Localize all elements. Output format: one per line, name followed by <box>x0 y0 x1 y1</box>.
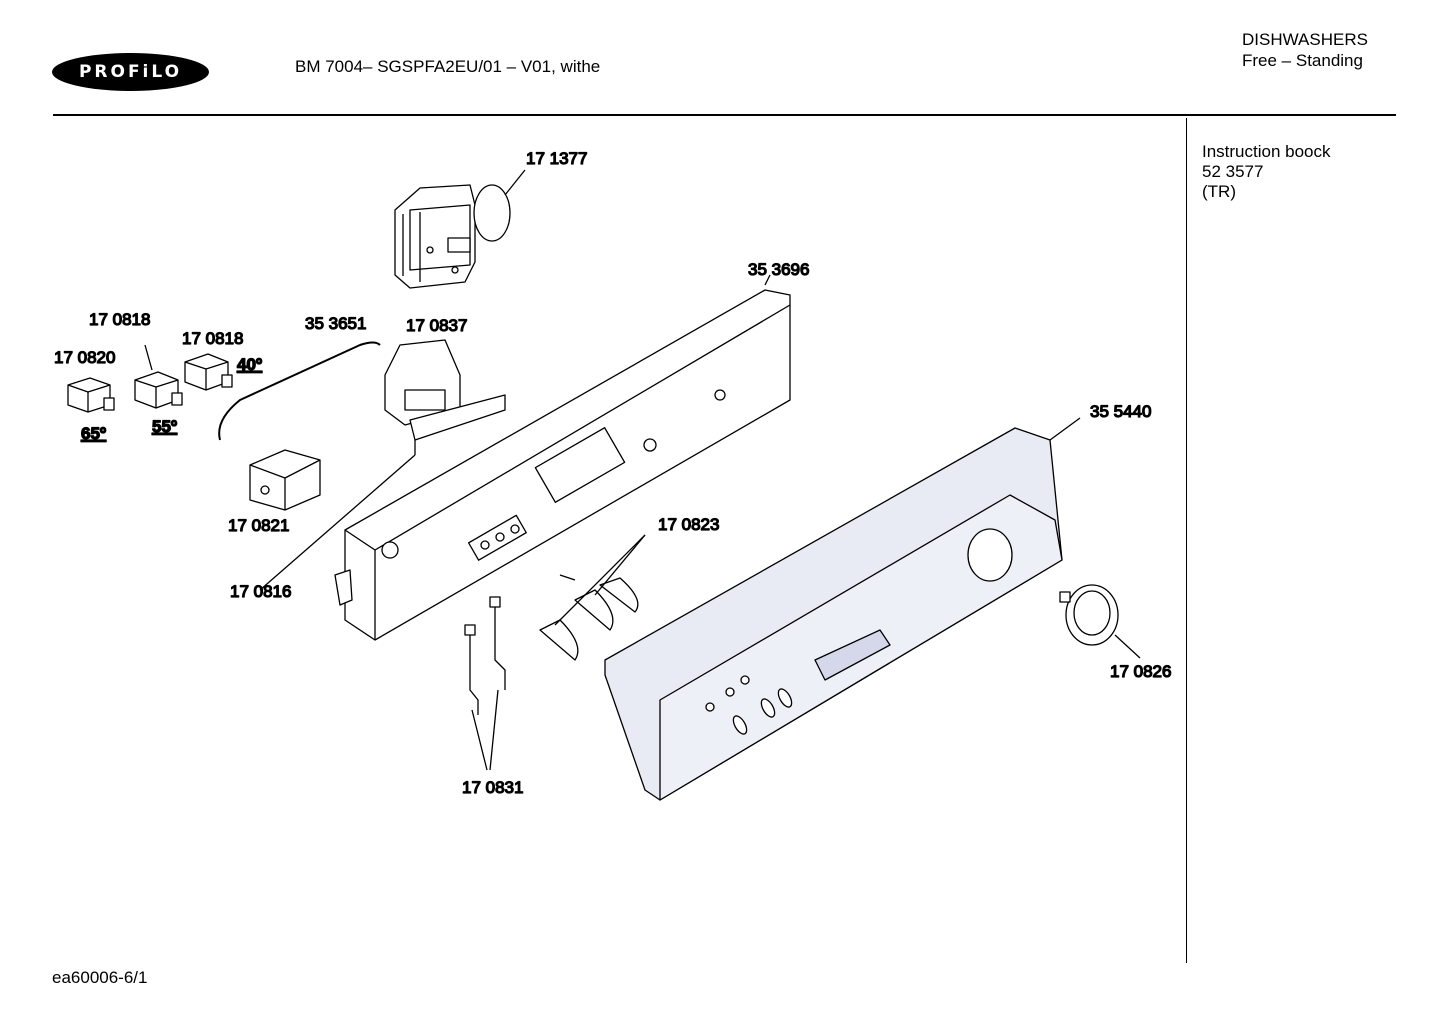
part-label-170823: 17 0823 <box>658 515 719 534</box>
instruction-book-language: (TR) <box>1202 182 1236 201</box>
part-label-170821: 17 0821 <box>228 516 289 535</box>
temperature-label-40: 40º <box>237 355 262 374</box>
instruction-book-info: Instruction boock 52 3577 (TR) <box>1202 142 1331 202</box>
part-label-353696: 35 3696 <box>748 260 809 279</box>
fascia-panel <box>604 417 1081 801</box>
connecting-rod <box>218 341 381 441</box>
diagram-code: ea60006-6/1 <box>52 968 148 987</box>
brand-logo: PROFiLO <box>52 53 209 91</box>
door-switch <box>384 339 506 455</box>
instruction-book-label: Instruction boock <box>1202 142 1331 161</box>
leader-lines <box>259 454 646 626</box>
selector-switch <box>249 449 321 511</box>
part-label-170831: 17 0831 <box>462 778 523 797</box>
switch-65 <box>67 377 115 413</box>
part-label-170816: 17 0816 <box>230 582 291 601</box>
part-label-170818-b: 17 0818 <box>182 329 243 348</box>
knob <box>1059 584 1141 659</box>
header-divider <box>53 114 1396 116</box>
temperature-label-55: 55º <box>152 417 177 436</box>
brand-logo-text: PROFiLO <box>78 62 183 82</box>
temperature-label-65: 65º <box>81 424 106 443</box>
switch-40 <box>184 353 233 391</box>
timer-module <box>394 169 526 289</box>
side-divider <box>1186 118 1187 963</box>
exploded-parts-diagram: 17 1377 35 3696 17 0818 17 0818 17 0820 … <box>53 148 1172 801</box>
part-label-170826: 17 0826 <box>1110 662 1171 681</box>
category-line-1: DISHWASHERS <box>1242 30 1368 49</box>
wiring-harness <box>464 596 506 771</box>
part-label-171377: 17 1377 <box>526 149 587 168</box>
instruction-book-number: 52 3577 <box>1202 162 1264 181</box>
part-label-170820: 17 0820 <box>54 348 115 367</box>
part-label-355440: 35 5440 <box>1090 402 1151 421</box>
category-block: DISHWASHERS Free – Standing <box>1242 29 1368 71</box>
switch-55 <box>134 344 183 409</box>
part-label-353651: 35 3651 <box>305 314 366 333</box>
part-label-170818-a: 17 0818 <box>89 310 150 329</box>
push-buttons <box>539 577 639 661</box>
category-line-2: Free – Standing <box>1242 51 1363 70</box>
control-panel-frame <box>334 274 791 641</box>
part-label-170837: 17 0837 <box>406 316 467 335</box>
model-title: BM 7004– SGSPFA2EU/01 – V01, withe <box>295 57 601 76</box>
